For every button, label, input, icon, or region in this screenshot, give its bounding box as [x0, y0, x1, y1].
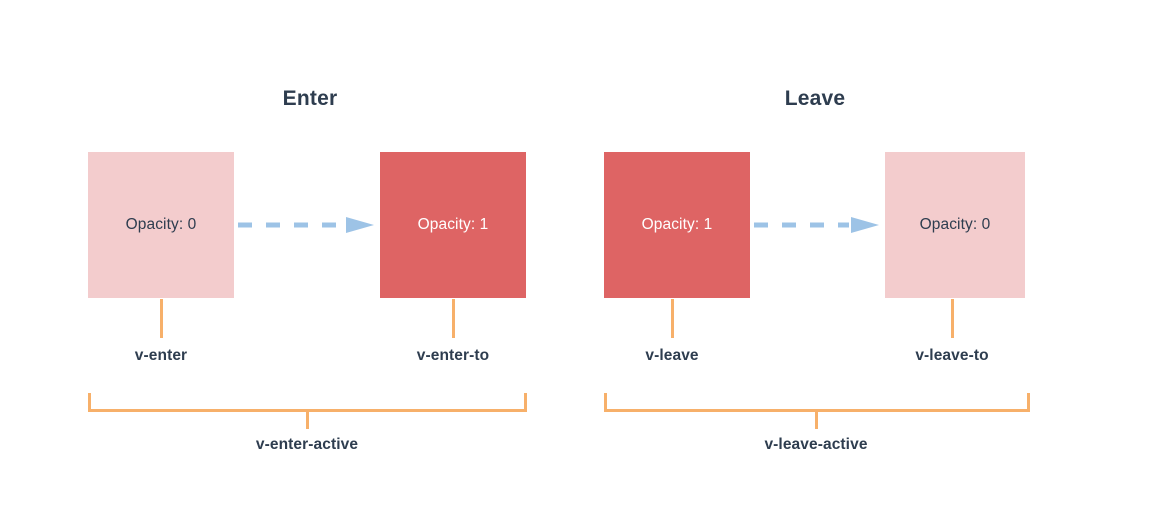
enter-from-box-label: Opacity: 0: [125, 216, 197, 233]
leave-from-box-label: Opacity: 1: [641, 216, 713, 233]
enter-to-box-label: Opacity: 1: [417, 216, 489, 233]
enter-from-box: Opacity: 0: [88, 152, 234, 298]
leave-transition-arrow-icon: [754, 217, 879, 233]
leave-to-tick-label: v-leave-to: [915, 347, 989, 364]
enter-to-tick-label: v-enter-to: [416, 347, 490, 364]
enter-to-box: Opacity: 1: [380, 152, 526, 298]
leave-active-bracket-stem: [815, 411, 818, 429]
leave-active-bracket: [604, 393, 1030, 412]
leave-from-tick-line: [671, 299, 674, 338]
leave-to-tick-line: [951, 299, 954, 338]
section-title-enter: Enter: [282, 87, 338, 110]
enter-from-tick-line: [160, 299, 163, 338]
enter-active-bracket-stem: [306, 411, 309, 429]
enter-transition-arrow-icon: [238, 217, 374, 233]
enter-active-bracket: [88, 393, 527, 412]
section-title-leave: Leave: [784, 87, 846, 110]
enter-active-bracket-label: v-enter-active: [255, 436, 359, 453]
leave-active-bracket-label: v-leave-active: [764, 436, 868, 453]
leave-from-box: Opacity: 1: [604, 152, 750, 298]
enter-to-tick-line: [452, 299, 455, 338]
leave-to-box-label: Opacity: 0: [919, 216, 991, 233]
enter-from-tick-label: v-enter: [134, 347, 188, 364]
leave-from-tick-label: v-leave: [645, 347, 699, 364]
leave-to-box: Opacity: 0: [885, 152, 1025, 298]
